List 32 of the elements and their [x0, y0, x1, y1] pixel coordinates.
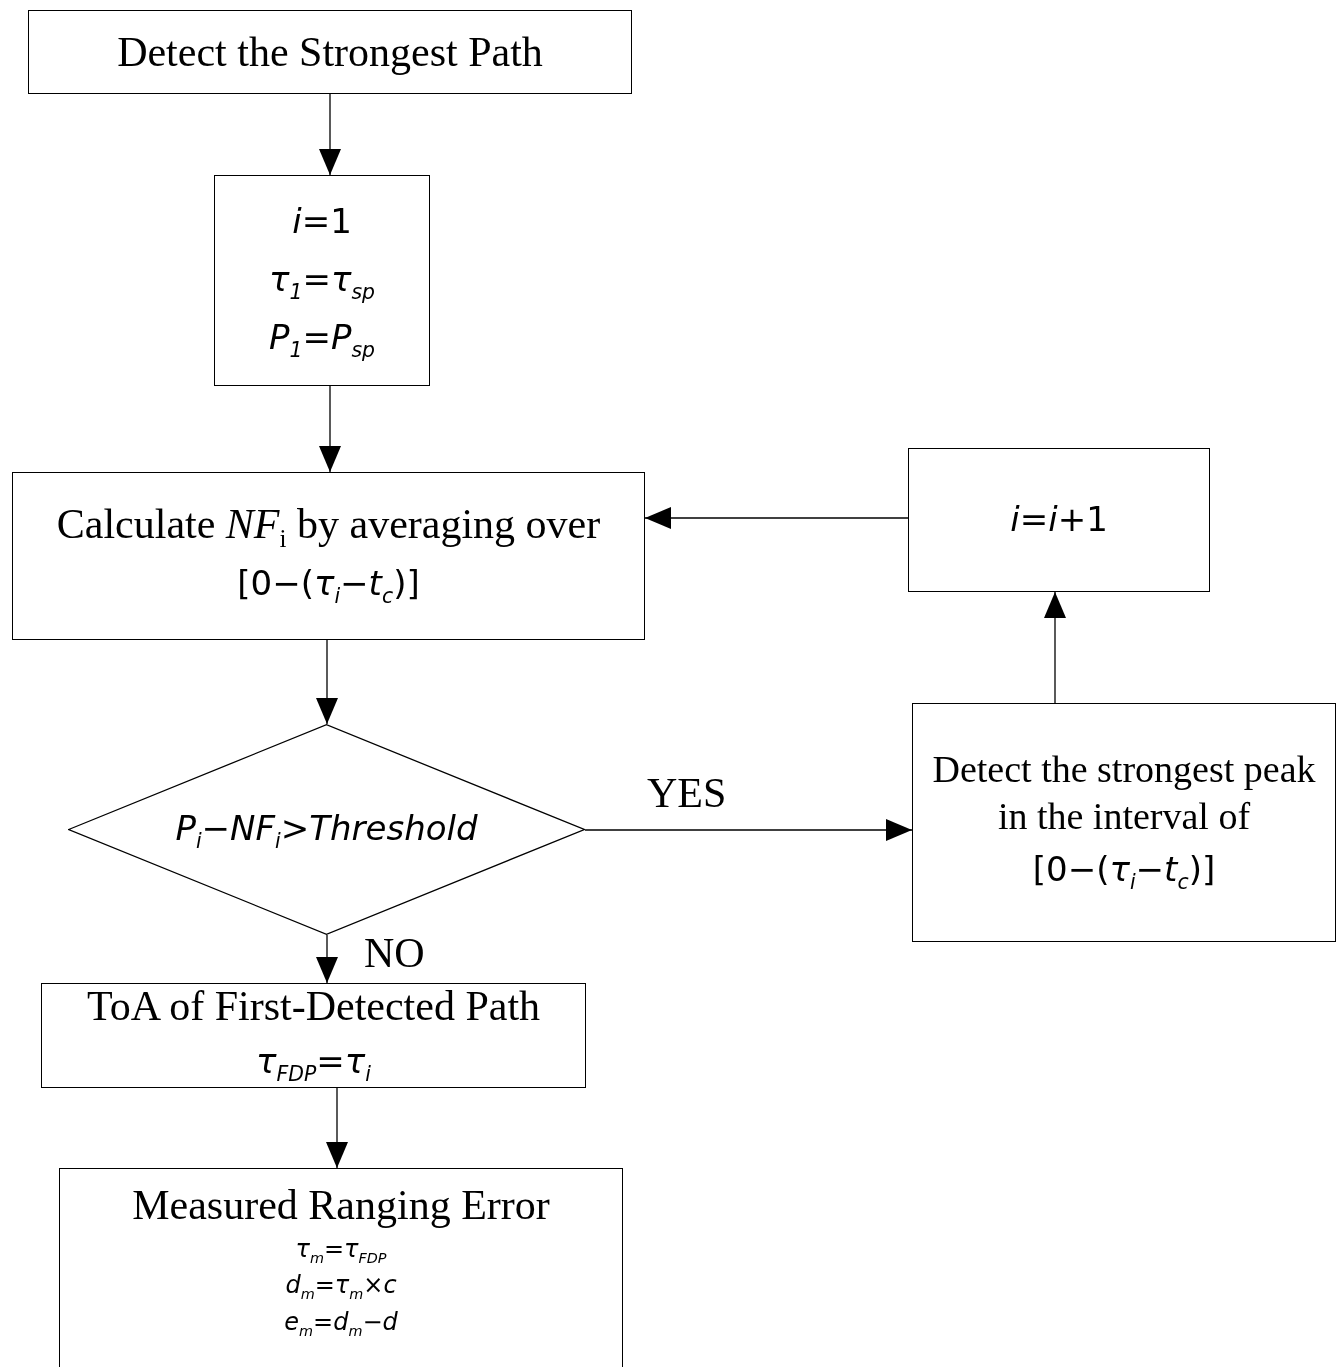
- formula-text: i=1: [292, 200, 352, 244]
- step-text: Detect the Strongest Path: [117, 27, 543, 77]
- formula-text: P$_{i}$−NF$_{i}$>Threshold: [175, 807, 478, 856]
- arrow: [584, 819, 913, 841]
- process-box: [59, 1168, 623, 1367]
- formula-text: τ$_{1}$=τ$_{sp}$: [269, 257, 375, 306]
- process-box: [214, 175, 430, 386]
- arrow: [644, 507, 909, 529]
- formula-text: τ$_{FDP}$=τ$_{i}$: [256, 1039, 371, 1088]
- arrow: [319, 385, 341, 473]
- formula-text: e$_{m}$=d$_{m}$−d: [284, 1306, 398, 1341]
- arrow: [319, 93, 341, 176]
- step-text: Calculate NF$_{i}$ by averaging over: [56, 500, 601, 555]
- formula-text: d$_{m}$=τ$_{m}$×c: [285, 1270, 397, 1304]
- step-text: Measured Ranging Error: [132, 1181, 550, 1230]
- formula-text: i=i+1: [1010, 498, 1108, 542]
- process-box: [912, 703, 1336, 942]
- process-box: [28, 10, 632, 94]
- formula-text: P$_{1}$=P$_{sp}$: [268, 316, 376, 365]
- process-box: [41, 983, 586, 1088]
- arrow: [316, 639, 338, 725]
- step-text: Detect the strongest peak in the interval of: [931, 746, 1317, 840]
- process-box: [12, 472, 645, 640]
- formula-text: [0−(τ$_{i}$−t$_{c}$)]: [237, 562, 420, 610]
- arrow: [326, 1087, 348, 1169]
- arrow: [1044, 591, 1066, 704]
- arrow: [316, 934, 338, 984]
- formula-text: [0−(τ$_{i}$−t$_{c}$)]: [1032, 847, 1216, 896]
- step-text: ToA of First-Detected Path: [86, 982, 541, 1031]
- decision-diamond: [68, 724, 585, 935]
- formula-text: τ$_{m}$=τ$_{FDP}$: [295, 1233, 387, 1268]
- process-box: [908, 448, 1210, 592]
